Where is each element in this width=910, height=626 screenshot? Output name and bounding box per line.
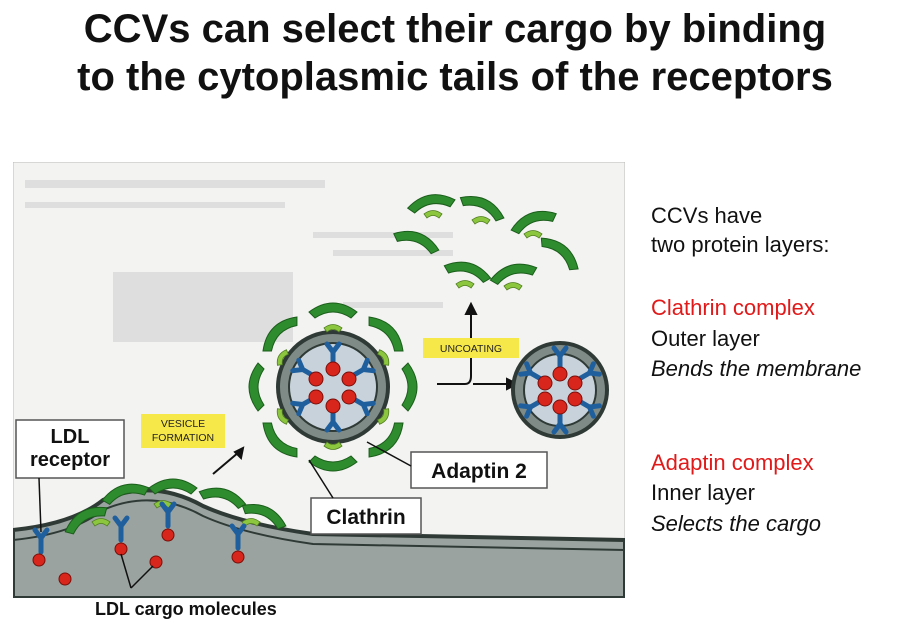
uncoated-vesicle: [511, 341, 609, 439]
cargo-pointer-lines: [120, 553, 154, 589]
slide-title-line-2: to the cytoplasmic tails of the receptor…: [77, 55, 833, 99]
vesicle-formation-callout: VESICLE FORMATION: [141, 414, 225, 448]
side-intro-1: CCVs have: [651, 203, 763, 228]
ldl-receptor-label-1: LDL: [51, 426, 90, 448]
uncoating-callout: UNCOATING: [423, 338, 519, 358]
adaptin-label-box: Adaptin 2: [410, 451, 548, 489]
coated-vesicle: [248, 302, 418, 472]
uncoated-cargo: [537, 366, 583, 415]
ldl-cargo-caption: LDL cargo molecules: [95, 599, 277, 619]
clathrin-label: Clathrin: [326, 506, 405, 529]
clathrin-role: Bends the membrane: [651, 356, 862, 381]
slide-title-line-1: CCVs can select their cargo by binding: [83, 7, 827, 51]
ccv-diagram: VESICLE FORMATION UNCOATING LDL receptor…: [13, 162, 625, 598]
clathrin-pointer: [308, 459, 334, 499]
adaptin-complex-title: Adaptin complex: [651, 450, 814, 475]
vesicle-formation-label-2: FORMATION: [152, 432, 214, 444]
ldl-receptor-pointer: [38, 477, 42, 533]
vesicle-cargo: [308, 361, 357, 414]
ldl-cargo-molecules: [32, 528, 245, 586]
ldl-receptor-label-2: receptor: [30, 449, 110, 471]
adaptin-layer: Inner layer: [651, 480, 755, 505]
adaptin-role: Selects the cargo: [651, 511, 821, 536]
background-text-ghost: [25, 180, 453, 342]
ldl-receptor-label-box: LDL receptor: [15, 419, 125, 479]
uncoating-label: UNCOATING: [440, 343, 502, 355]
clathrin-complex-title: Clathrin complex: [651, 295, 815, 320]
side-intro-2: two protein layers:: [651, 232, 830, 257]
adaptin-pointer: [366, 441, 412, 467]
clathrin-layer: Outer layer: [651, 326, 760, 351]
clathrin-label-box: Clathrin: [310, 497, 422, 535]
vesicle-formation-label-1: VESICLE: [161, 418, 205, 430]
adaptin-label: Adaptin 2: [431, 460, 527, 483]
